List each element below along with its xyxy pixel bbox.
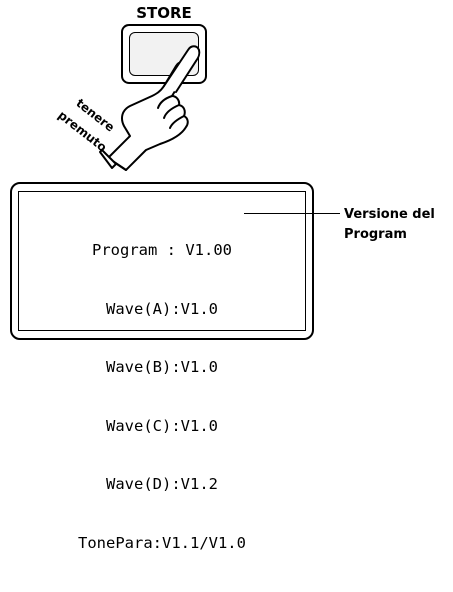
pressing-hand-icon [99,45,201,171]
lcd-line-program: Program : V1.00 [92,241,232,259]
callout-label-line1: Versione del [344,207,435,222]
lcd-text: Program : V1.00 Wave(A):V1.0 Wave(B):V1.… [19,202,305,592]
store-label: STORE [136,4,192,22]
lcd-line-wave-c: Wave(C):V1.0 [106,416,218,435]
callout-label: Versione del Program [344,205,452,245]
lcd-screen: Program : V1.00 Wave(A):V1.0 Wave(B):V1.… [18,191,306,552]
callout-label-line2: Program [344,227,407,242]
lcd-display: Program : V1.00 Wave(A):V1.0 Wave(B):V1.… [10,182,314,552]
lcd-line-wave-d: Wave(D):V1.2 [106,475,218,493]
lcd-line-tonepara: TonePara:V1.1/V1.0 [78,533,246,552]
lcd-line-wave-b: Wave(B):V1.0 [106,358,218,376]
callout-leader-line [244,213,340,214]
lcd-line-wave-a: Wave(A):V1.0 [106,299,218,318]
